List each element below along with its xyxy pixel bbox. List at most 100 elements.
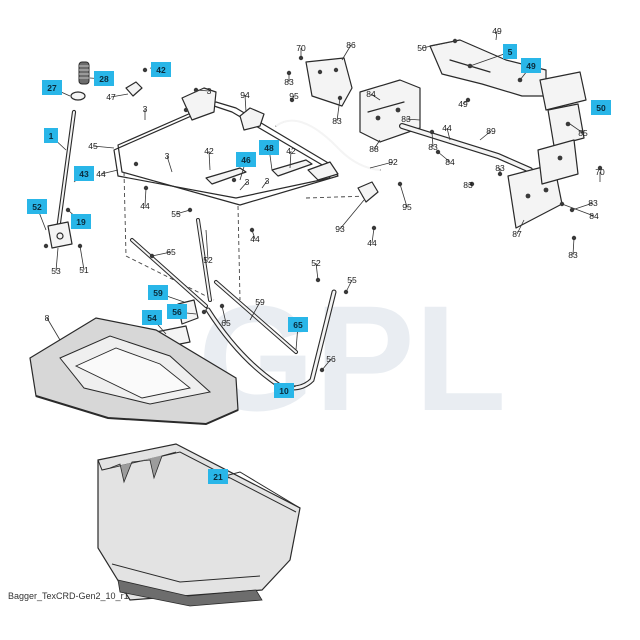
washer-part — [70, 91, 86, 101]
leader-line — [249, 301, 261, 321]
callout-number: 65 — [293, 320, 303, 330]
callout-number: 42 — [286, 146, 296, 156]
callout-number: 5 — [508, 47, 513, 57]
callout-number: 49 — [458, 99, 468, 109]
leader-line — [336, 97, 341, 122]
leader-line — [341, 44, 352, 61]
arc-tube-part — [275, 119, 381, 171]
leader-line — [221, 305, 227, 324]
leader-line — [405, 118, 421, 121]
callout-highlight-box — [148, 285, 168, 300]
callout-highlighted: 10 — [274, 383, 294, 398]
callout-number: 52 — [311, 258, 321, 268]
callout: 3 — [265, 176, 270, 186]
callout-highlight-box — [167, 304, 187, 319]
callout-number: 19 — [76, 217, 86, 227]
callout-number: 45 — [88, 141, 98, 151]
callout-number: 50 — [596, 103, 606, 113]
callout-highlight-box — [27, 199, 47, 214]
callout-number: 3 — [165, 151, 170, 161]
leader-line — [437, 151, 451, 163]
callout-highlighted: 54 — [142, 310, 162, 325]
leader-line — [371, 227, 375, 244]
leader-line — [100, 169, 119, 175]
callout-number: 44 — [96, 169, 106, 179]
callout-highlight-box — [142, 310, 162, 325]
callout-number: 1 — [49, 131, 54, 141]
leader-line — [399, 183, 408, 208]
callout-highlighted: 46 — [236, 152, 256, 167]
leader-line — [321, 358, 332, 371]
diagram-caption: Bagger_TexCRD-Gen2_10_r1 — [8, 591, 129, 601]
callout: 52 — [203, 255, 213, 265]
callout-number: 44 — [140, 201, 150, 211]
callout-highlighted: 48 — [259, 140, 279, 155]
callout: 50 — [417, 43, 427, 53]
leader-line — [166, 155, 173, 173]
callout: 53 — [51, 266, 61, 276]
callout-number: 28 — [99, 74, 109, 84]
rod-bracket-part — [47, 221, 73, 249]
callout-highlight-box — [521, 58, 541, 73]
callout-number: 3 — [245, 177, 250, 187]
callout-number: 51 — [79, 265, 89, 275]
callout-highlight-box — [208, 469, 228, 484]
callout: 3 — [165, 151, 170, 161]
callout-highlight-box — [151, 62, 171, 77]
callout-highlighted: 43 — [74, 166, 94, 181]
leader-line — [572, 237, 575, 256]
callout: 55 — [347, 275, 357, 285]
callout-number: 83 — [332, 116, 342, 126]
callout-number: 43 — [79, 169, 89, 179]
leader-line — [370, 93, 381, 101]
leader-line — [446, 127, 451, 141]
callout-number: 48 — [264, 143, 274, 153]
bracket-94-part — [239, 107, 265, 131]
callout-number: 44 — [367, 238, 377, 248]
callout: 3 — [207, 86, 212, 96]
callout-highlighted: 28 — [94, 71, 114, 86]
callout-number: 86 — [346, 40, 356, 50]
callout: 89 — [486, 126, 496, 136]
callout-highlight-box — [259, 140, 279, 155]
callout-number: 95 — [402, 202, 412, 212]
callout: 44 — [96, 169, 106, 179]
leader-line — [195, 89, 210, 92]
callout-highlight-box — [591, 100, 611, 115]
leader-line — [373, 139, 381, 150]
callout-highlighted: 27 — [42, 80, 62, 95]
callout: 51 — [79, 265, 89, 275]
leader-line — [239, 181, 248, 191]
plate-50-part — [539, 71, 587, 147]
callout-number: 83 — [568, 250, 578, 260]
bagger-cover-part — [29, 317, 239, 426]
plate-87-part — [507, 139, 579, 229]
callout: 52 — [311, 258, 321, 268]
callout: 95 — [402, 202, 412, 212]
callout: 65 — [166, 247, 176, 257]
callout-highlight-box — [71, 214, 91, 229]
callout-highlight-box — [42, 80, 62, 95]
leader-line — [46, 317, 61, 341]
leader-line — [561, 203, 595, 217]
callout-number: 70 — [296, 43, 306, 53]
callout-highlight-box — [44, 128, 58, 143]
callout-number: 83 — [401, 114, 411, 124]
callout: 59 — [255, 297, 265, 307]
callout-number: 49 — [526, 61, 536, 71]
callout-highlight-box — [288, 317, 308, 332]
callout-number: 47 — [106, 92, 116, 102]
bag-container-part — [97, 443, 301, 607]
callout-number: 44 — [442, 123, 452, 133]
callout: 70 — [296, 43, 306, 53]
callout-number: 70 — [595, 167, 605, 177]
callout: 84 — [589, 211, 599, 221]
leader-line — [151, 251, 172, 257]
callout: 47 — [106, 92, 116, 102]
callout: 44 — [140, 201, 150, 211]
callout-highlighted: 65 — [288, 317, 308, 332]
callout: 56 — [326, 354, 336, 364]
callout: 42 — [286, 146, 296, 156]
leader-line — [110, 93, 129, 98]
